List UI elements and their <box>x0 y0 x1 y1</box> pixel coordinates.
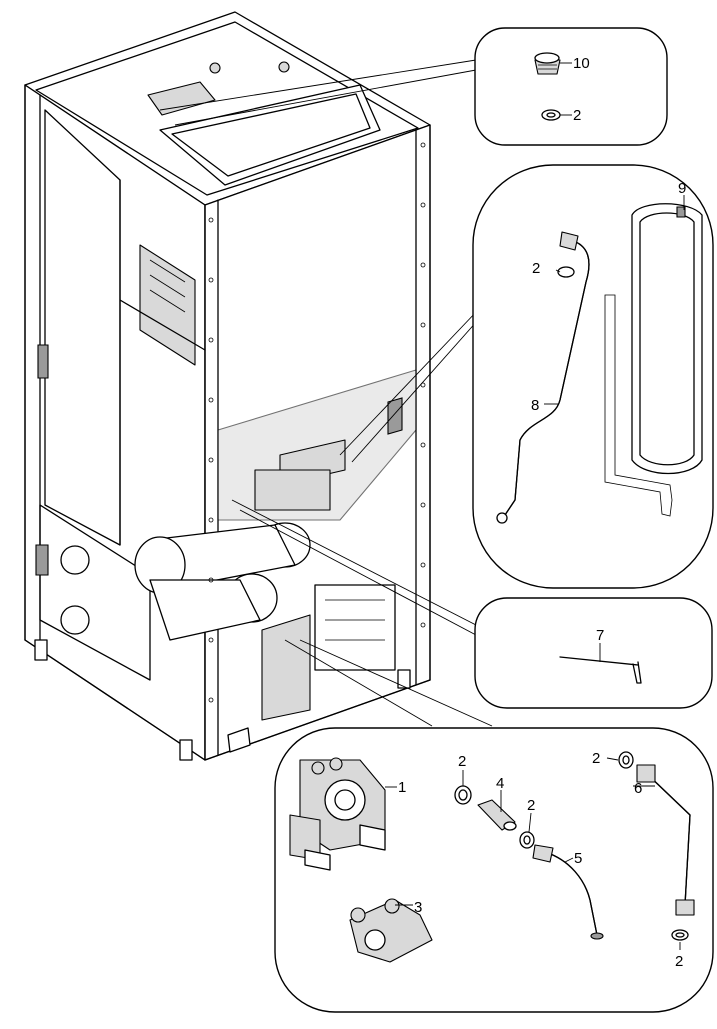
label-7: 7 <box>596 627 604 644</box>
seal-ring-icon <box>557 266 575 278</box>
seal-ring-icon <box>519 831 535 849</box>
label-1: 1 <box>398 779 406 796</box>
label-2: 2 <box>573 107 581 124</box>
label-4: 4 <box>496 775 504 792</box>
label-10: 10 <box>573 55 590 72</box>
air-vent-valve-icon <box>534 52 561 75</box>
seal-ring-icon <box>541 109 561 121</box>
label-2: 2 <box>527 797 535 814</box>
seal-ring-icon <box>618 751 634 769</box>
mounting-bracket-icon <box>604 294 673 517</box>
label-8: 8 <box>531 397 539 414</box>
callout-pump-group: 1 3 2 4 2 5 2 6 2 <box>274 727 714 1013</box>
callout-rod: 7 <box>474 597 713 709</box>
leader-lines <box>159 59 493 727</box>
label-6: 6 <box>634 780 642 797</box>
pipe-bend-icon <box>532 844 604 940</box>
label-2: 2 <box>592 750 600 767</box>
label-2: 2 <box>675 953 683 970</box>
callout-top-valve: 10 2 <box>474 27 668 146</box>
label-5: 5 <box>574 850 582 867</box>
flex-hose-icon <box>496 231 590 524</box>
rod-key-icon <box>559 656 642 684</box>
label-9: 9 <box>678 180 686 197</box>
label-3: 3 <box>414 899 422 916</box>
expansion-vessel-icon <box>631 203 703 475</box>
valve-assembly-icon <box>349 898 433 963</box>
seal-ring-icon <box>454 785 472 805</box>
boiler-cabinet <box>24 11 431 761</box>
label-2: 2 <box>532 260 540 277</box>
seal-ring-icon <box>671 929 689 941</box>
circulation-pump-icon <box>289 757 386 871</box>
pipe-fitting-icon <box>477 799 517 831</box>
callout-expansion-vessel: 9 2 8 <box>472 164 714 589</box>
pipe-bend-icon <box>636 764 695 916</box>
label-2: 2 <box>458 753 466 770</box>
